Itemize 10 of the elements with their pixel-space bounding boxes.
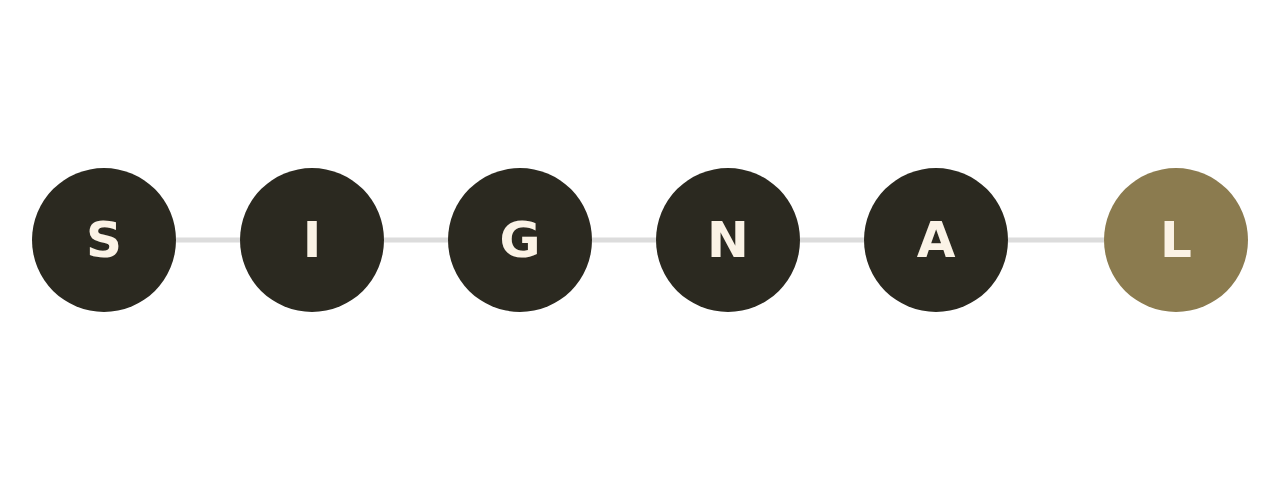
connector-line — [592, 237, 656, 243]
letter: S — [86, 215, 122, 265]
letter: A — [916, 215, 956, 265]
letter: G — [499, 215, 541, 265]
connector-line — [176, 237, 240, 243]
connector-line — [800, 237, 864, 243]
letter: N — [707, 215, 749, 265]
letter: I — [302, 215, 322, 265]
letter: L — [1160, 215, 1192, 265]
connector-line — [384, 237, 448, 243]
